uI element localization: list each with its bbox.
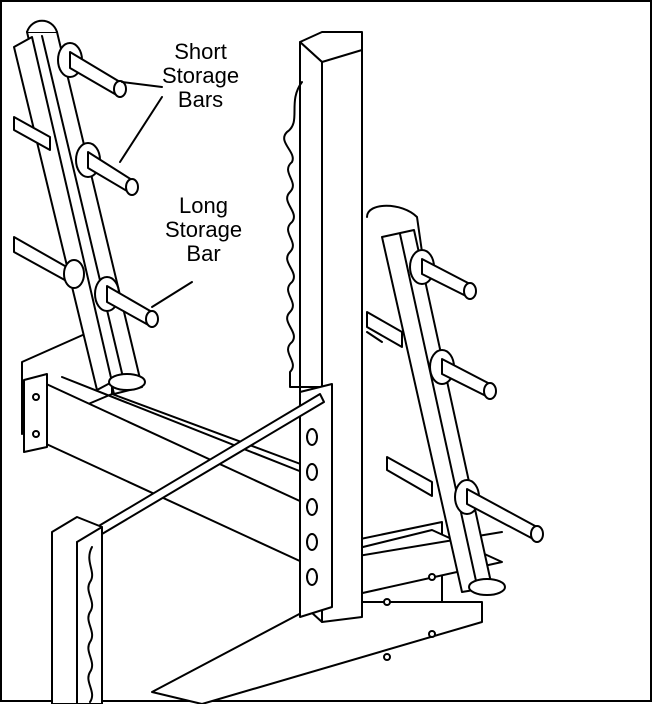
callout-leaders [119,81,193,308]
long-storage-bar [13,236,159,328]
short-storage-bars-label: Short Storage Bars [162,39,240,112]
right-base-bolts [383,573,436,661]
short-storage-bar-middle [75,142,139,196]
short-storage-bar-top [57,42,127,98]
right-storage-tree [366,204,544,596]
center-upright [283,31,363,623]
left-base-plate [23,373,48,453]
front-left-upright [51,516,103,704]
long-storage-bar-label: Long Storage Bar [165,193,243,266]
background-bars [13,116,51,151]
